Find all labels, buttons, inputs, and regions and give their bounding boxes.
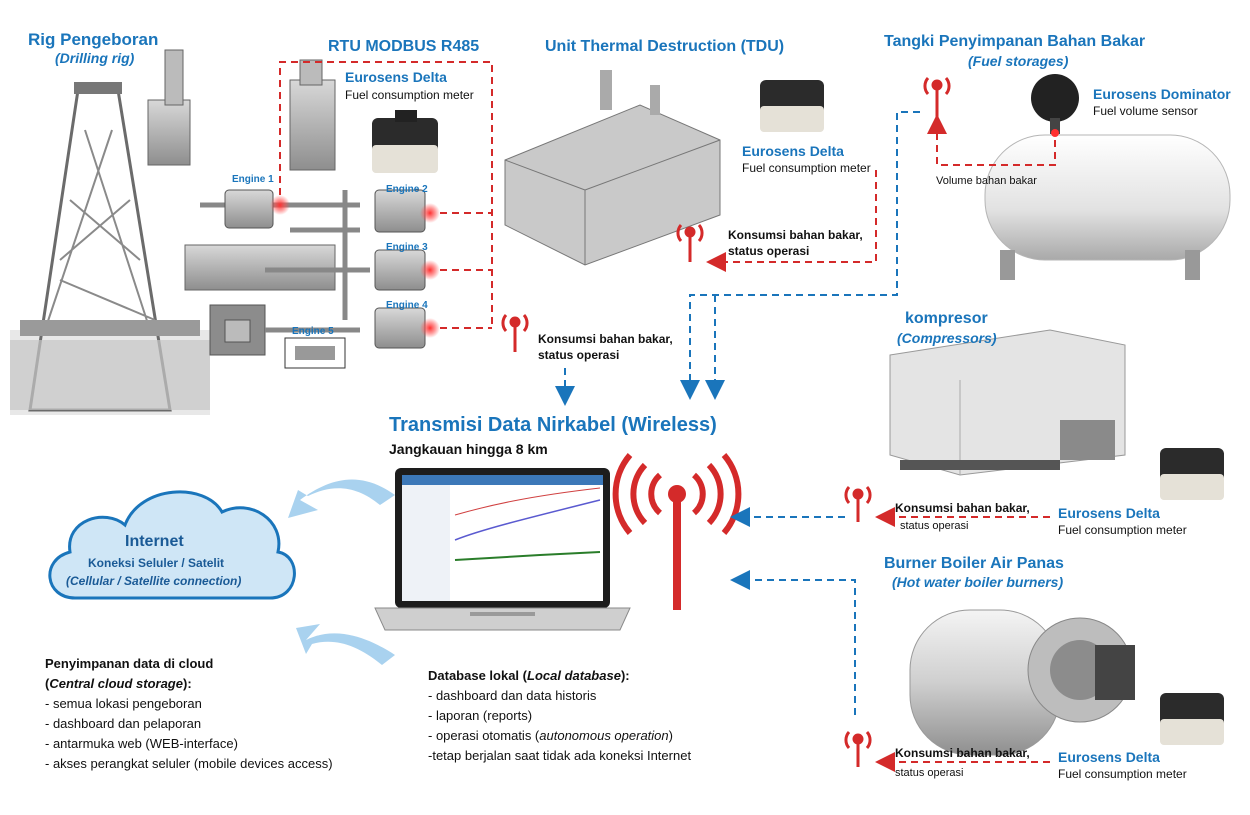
rig-signal-line2: status operasi xyxy=(538,348,620,362)
fuel-sensor-device xyxy=(1031,74,1079,137)
engine-4-label: Engine 4 xyxy=(386,300,428,311)
antenna-rig-icon xyxy=(501,314,529,352)
local-db-heading: Database lokal (Local database): xyxy=(428,666,691,686)
tdu-meter-device xyxy=(760,80,824,132)
boiler-meter-device xyxy=(1160,693,1224,745)
antenna-icons xyxy=(501,77,951,767)
fuel-sensor-desc: Fuel volume sensor xyxy=(1093,104,1198,118)
wireless-title: Transmisi Data Nirkabel (Wireless) xyxy=(389,414,717,436)
local-db-item: - operasi otomatis (autonomous operation… xyxy=(428,726,691,746)
fuel-storage-subtitle: (Fuel storages) xyxy=(968,53,1069,69)
tdu-meter-desc: Fuel consumption meter xyxy=(742,161,871,175)
rig-meter-desc: Fuel consumption meter xyxy=(345,88,474,102)
wireless-antenna-icon xyxy=(612,453,742,610)
rig-signal-line1: Konsumsi bahan bakar, xyxy=(538,332,673,346)
cloud-storage-heading: Penyimpanan data di cloud xyxy=(45,656,214,671)
boiler-signal-line1: Konsumsi bahan bakar, xyxy=(895,746,1030,760)
local-db-heading-em: Local database xyxy=(527,668,621,683)
tdu-meter-name: Eurosens Delta xyxy=(742,143,844,159)
blue-data-arrows xyxy=(555,111,920,715)
compressor-signal-line2: status operasi xyxy=(900,520,969,532)
internet-cloud xyxy=(48,490,296,600)
compressor-subtitle: (Compressors) xyxy=(897,330,997,346)
wireless-range: Jangkauan hingga 8 km xyxy=(389,441,548,457)
rig-meter-name: Eurosens Delta xyxy=(345,69,447,85)
local-db-item3-close: ) xyxy=(668,728,673,743)
engine-3-label: Engine 3 xyxy=(386,242,428,253)
local-db-heading-close: ): xyxy=(620,668,630,683)
engine-2-label: Engine 2 xyxy=(386,184,428,195)
local-db-item3-em: autonomous operation xyxy=(539,728,669,743)
fuel-tank-illustration xyxy=(984,134,1231,280)
compressor-illustration xyxy=(889,329,1126,476)
fuel-volume-label: Volume bahan bakar xyxy=(936,175,1037,187)
antenna-compressor-icon xyxy=(844,486,872,522)
cloud-storage-subheading-open: ( xyxy=(45,676,50,691)
drilling-rig-title: Rig Pengeboran xyxy=(28,30,159,49)
cloud-storage-item: - antarmuka web (WEB-interface) xyxy=(45,736,238,751)
rtu-title: RTU MODBUS R485 xyxy=(328,38,480,55)
cloud-storage-subheading: (Central cloud storage): xyxy=(45,674,333,694)
drilling-rig-illustration xyxy=(10,82,210,415)
drilling-rig-subtitle: (Drilling rig) xyxy=(55,50,135,66)
compressor-meter-name: Eurosens Delta xyxy=(1058,505,1160,521)
compressor-meter-device xyxy=(1160,448,1224,500)
fuel-storage-title: Tangki Penyimpanan Bahan Bakar xyxy=(884,33,1146,50)
cloud-storage-subheading-close: ): xyxy=(182,676,192,691)
cloud-storage-block: Penyimpanan data di cloud (Central cloud… xyxy=(45,654,333,774)
engine-signal-glows xyxy=(270,195,440,338)
internet-line1: Koneksi Seluler / Satelit xyxy=(88,556,225,570)
engine-1-label: Engine 1 xyxy=(232,174,274,185)
laptop-illustration xyxy=(374,468,631,631)
compressor-title: kompresor xyxy=(905,310,988,327)
rtu-bus-lines xyxy=(279,61,493,329)
rig-meter-device xyxy=(372,110,438,173)
local-db-item: -tetap berjalan saat tidak ada koneksi I… xyxy=(428,748,692,763)
boiler-signal-line2: status operasi xyxy=(895,767,964,779)
antenna-tdu-icon xyxy=(676,224,704,262)
cloud-curve-arrows xyxy=(288,479,395,665)
internet-title: Internet xyxy=(125,533,184,550)
boiler-illustration xyxy=(909,609,1135,756)
compressor-meter-desc: Fuel consumption meter xyxy=(1058,523,1187,537)
cloud-storage-item: - dashboard dan pelaporan xyxy=(45,716,202,731)
local-db-item3-main: - operasi otomatis ( xyxy=(428,728,540,743)
boiler-meter-desc: Fuel consumption meter xyxy=(1058,767,1187,781)
tdu-signal-line1: Konsumsi bahan bakar, xyxy=(728,228,863,242)
local-db-item: - dashboard dan data historis xyxy=(428,688,597,703)
boiler-subtitle: (Hot water boiler burners) xyxy=(892,574,1064,590)
compressor-signal-line1: Konsumsi bahan bakar, xyxy=(895,501,1030,515)
fuel-sensor-name: Eurosens Dominator xyxy=(1093,86,1231,102)
red-signal-arrows xyxy=(706,114,1056,772)
local-db-block: Database lokal (Local database): - dashb… xyxy=(428,666,691,766)
tdu-title: Unit Thermal Destruction (TDU) xyxy=(545,38,785,55)
local-db-item: - laporan (reports) xyxy=(428,708,533,723)
internet-line2: (Cellular / Satellite connection) xyxy=(66,574,242,588)
local-db-heading-main: Database lokal ( xyxy=(428,668,527,683)
tdu-signal-line2: status operasi xyxy=(728,244,810,258)
tdu-illustration xyxy=(504,70,721,266)
engine-5-label: Engine 5 xyxy=(292,326,334,337)
boiler-title: Burner Boiler Air Panas xyxy=(884,555,1064,572)
antenna-boiler-icon xyxy=(844,731,872,767)
cloud-storage-item: - semua lokasi pengeboran xyxy=(45,696,202,711)
cloud-storage-item: - akses perangkat seluler (mobile device… xyxy=(45,756,333,771)
cloud-storage-subheading-em: Central cloud storage xyxy=(49,676,183,691)
antenna-tank-icon xyxy=(923,77,951,118)
boiler-meter-name: Eurosens Delta xyxy=(1058,749,1160,765)
